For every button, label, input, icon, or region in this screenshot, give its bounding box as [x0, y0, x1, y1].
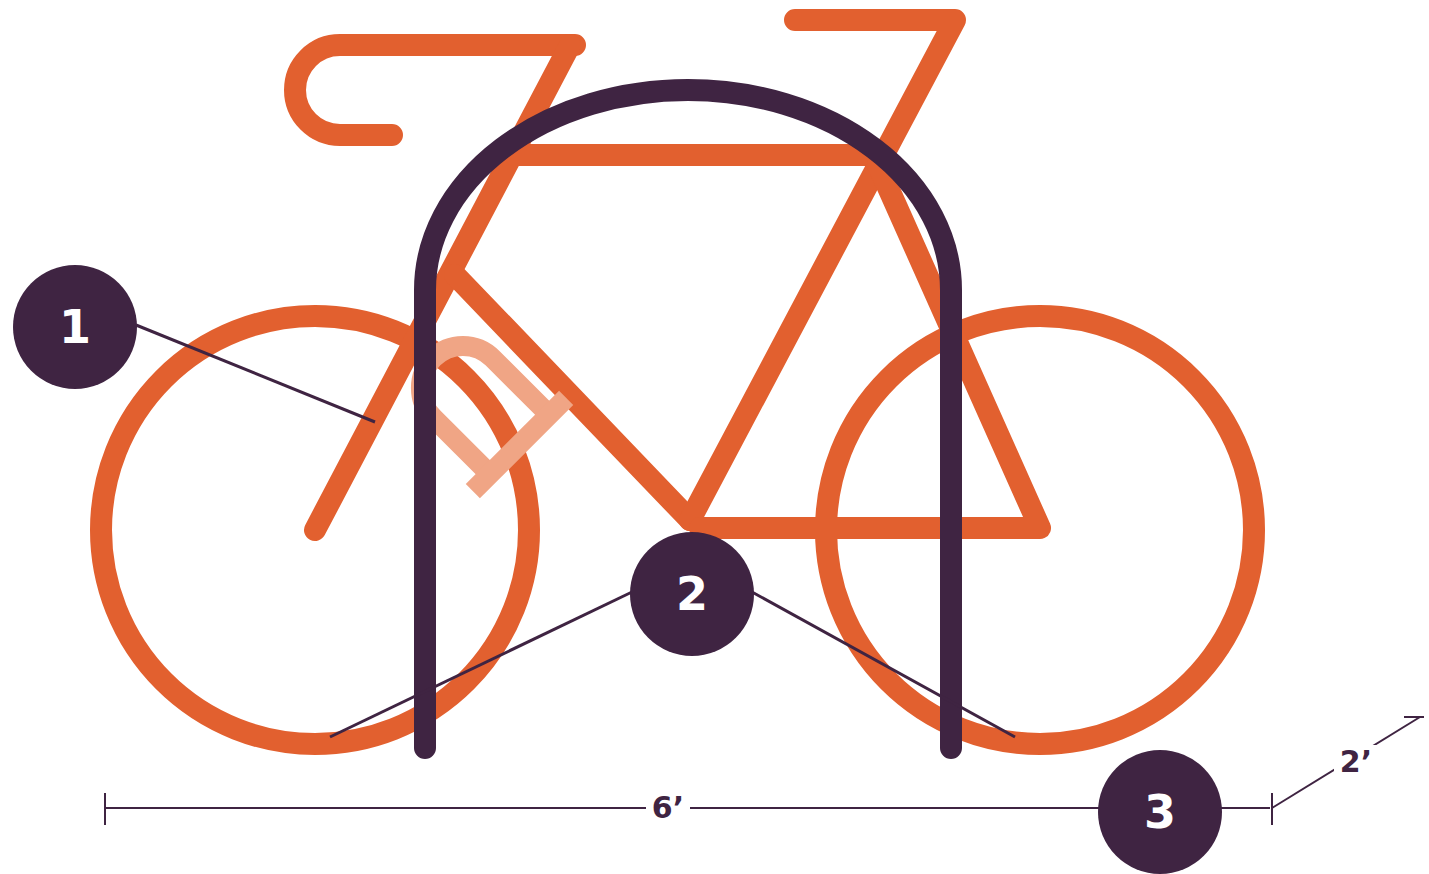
dimension-label: 6’: [646, 791, 690, 825]
dimension-label: 2’: [1334, 745, 1378, 779]
leader-line: [752, 592, 1015, 737]
depth-dimension-line: [1272, 717, 1420, 808]
top-tube: [515, 144, 880, 166]
lock-crossbar: [473, 398, 566, 491]
leader-line: [136, 325, 375, 422]
u-lock: [387, 312, 567, 492]
dimension-tick: [104, 793, 106, 825]
leader-line: [330, 592, 632, 737]
rear-triangle: [700, 165, 1040, 528]
leader-lines: [136, 325, 1015, 737]
callout-number: 2: [676, 571, 708, 617]
callout-number: 1: [59, 304, 91, 350]
dimension-tick: [1271, 793, 1273, 825]
inverted-u-rack: [425, 90, 951, 748]
dimension-tick: [1404, 716, 1424, 718]
down-tube: [455, 275, 690, 520]
callout-circle: 3: [1098, 750, 1222, 874]
callout-number: 3: [1144, 789, 1176, 835]
bicycle: [101, 20, 1254, 744]
callout-circle: 2: [630, 532, 754, 656]
dimension-lines: [105, 717, 1424, 825]
callout-circle: 1: [13, 265, 137, 389]
